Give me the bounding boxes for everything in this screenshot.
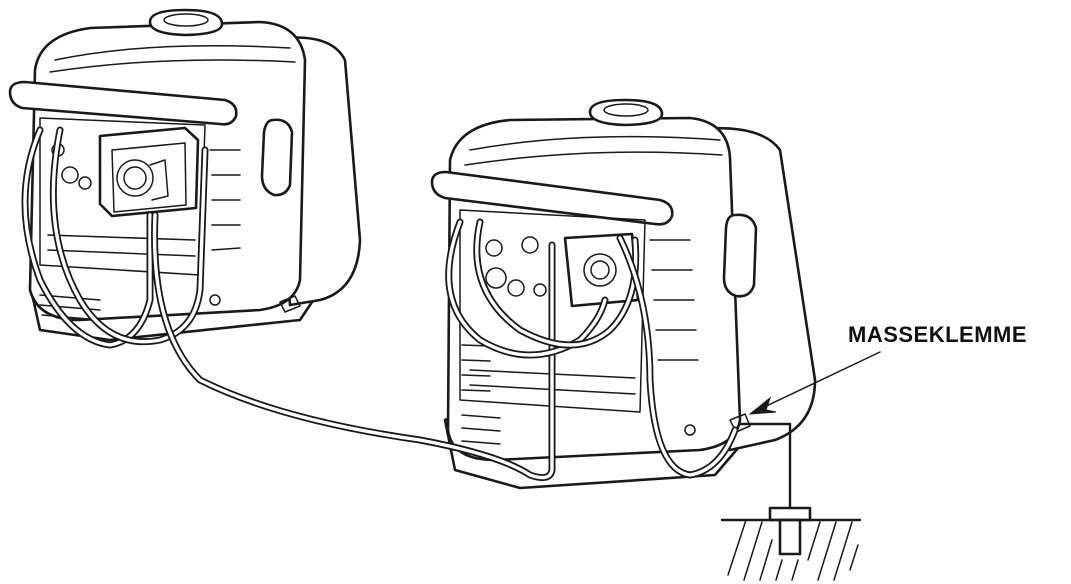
ground-clamp-label: MASSEKLEMME: [848, 322, 1028, 347]
ground-rod-icon: [720, 422, 862, 581]
generator-right-icon: [430, 98, 817, 490]
parallel-cables: [21, 126, 739, 482]
generator-left-icon: [8, 8, 362, 342]
leader-arrow-icon: [748, 351, 881, 415]
